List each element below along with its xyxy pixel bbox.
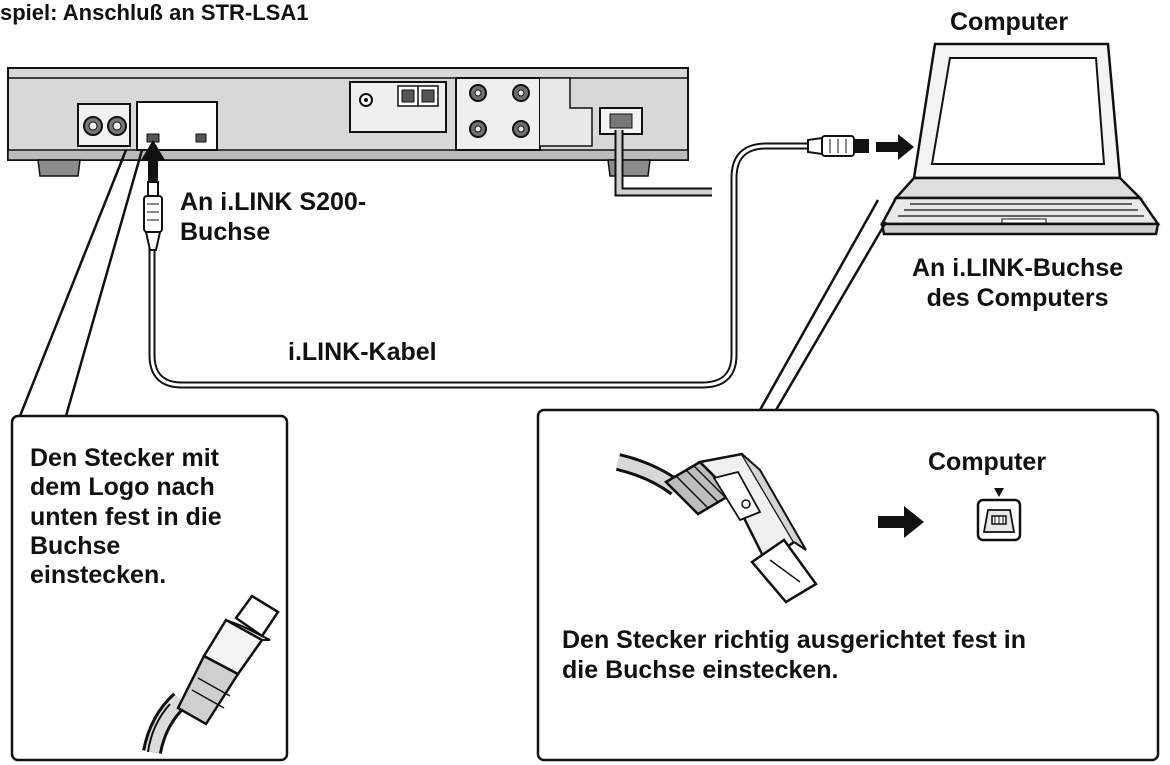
power-cord (614, 130, 712, 197)
computer-jack-closeup (976, 498, 1022, 542)
left-box-line: einstecken. (30, 561, 167, 589)
header-title: spiel: Anschluß an STR-LSA1 (0, 0, 309, 25)
ilink-plug-computer (807, 135, 869, 157)
left-box-instruction: Den Stecker mit dem Logo nach unten fest… (30, 444, 222, 590)
plug-closeup-right (615, 452, 818, 604)
left-box-line: Den Stecker mit (30, 444, 219, 472)
left-box-line: Buchse (30, 531, 121, 560)
s200-jack-line-1: An i.LINK S200- (180, 188, 367, 216)
device-rear-panel (7, 67, 689, 177)
right-box-computer-label: Computer (928, 448, 1047, 476)
ilink-plug-device (143, 181, 163, 251)
plug-closeup-left (142, 594, 280, 755)
cable-label: i.LINK-Kabel (288, 338, 437, 366)
s200-jack-label: An i.LINK S200- Buchse (180, 188, 366, 247)
up-arrow-icon (141, 140, 165, 182)
s200-jack-line-2: Buchse (180, 217, 271, 246)
computer-jack-line-2: des Computers (926, 283, 1109, 312)
computer-title: Computer (950, 8, 1069, 36)
jack-marker-icon (994, 488, 1004, 497)
computer-laptop-icon (879, 42, 1161, 236)
left-box-line: dem Logo nach (30, 473, 215, 502)
right-box-instruction: Den Stecker richtig ausgerichtet fest in… (562, 625, 1026, 685)
ilink-cable (148, 142, 810, 389)
left-box-line: unten fest in die (30, 502, 222, 531)
right-arrow-icon-detail (878, 506, 924, 538)
computer-jack-line-1: An i.LINK-Buchse (912, 254, 1124, 282)
right-box-line-2: die Buchse einstecken. (562, 656, 839, 684)
computer-jack-label: An i.LINK-Buchse des Computers (912, 254, 1123, 313)
right-arrow-icon (876, 134, 914, 160)
right-box-line-1: Den Stecker richtig ausgerichtet fest in (562, 626, 1027, 654)
